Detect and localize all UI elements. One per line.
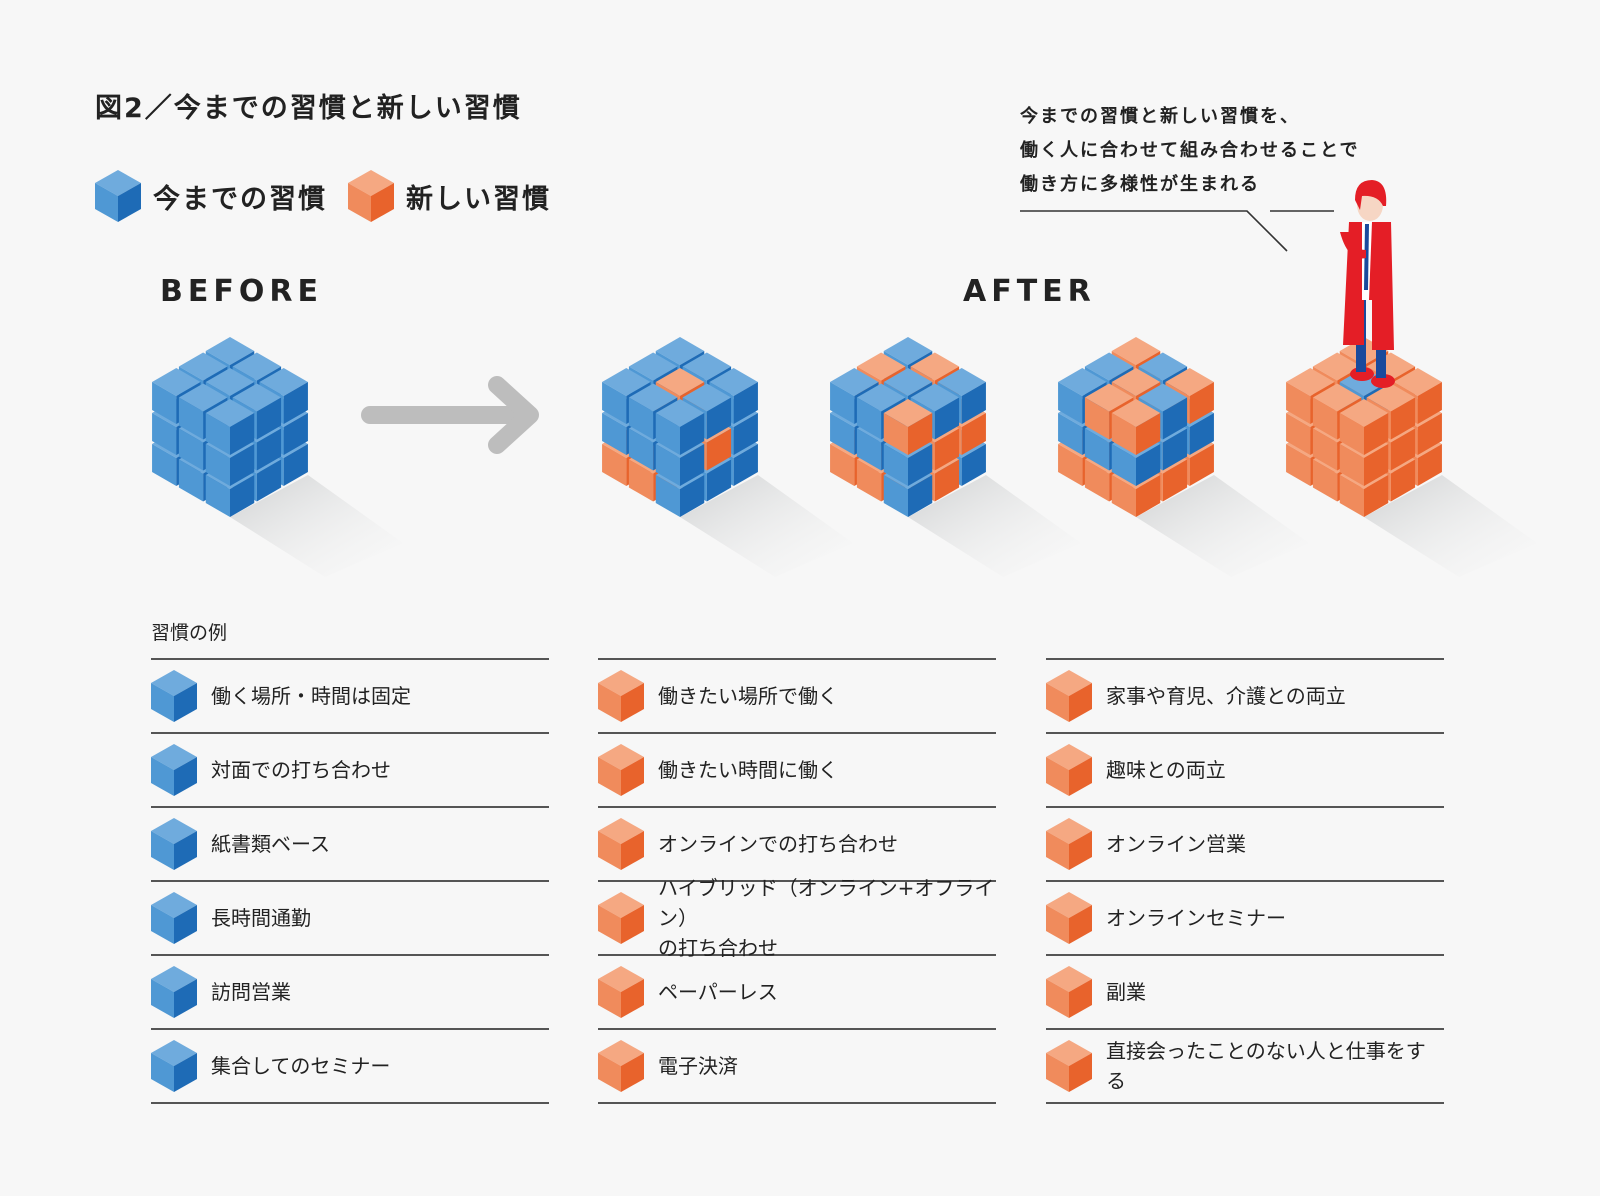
- habit-list-item: 働く場所・時間は固定: [151, 658, 549, 732]
- blue-cube-icon: [151, 966, 197, 1018]
- after-cube-3: [1058, 337, 1309, 577]
- orange-cube-icon: [598, 818, 644, 870]
- blue-cube-icon: [151, 670, 197, 722]
- blue-block: [205, 399, 255, 455]
- blue-block: [655, 399, 705, 455]
- new-habits-list-1: 働きたい場所で働く働きたい時間に働くオンラインでの打ち合わせハイブリッド（オンラ…: [598, 658, 996, 1104]
- blue-cube-icon: [151, 892, 197, 944]
- blue-cube-icon: [95, 170, 141, 222]
- habit-label: 直接会ったことのない人と仕事をする: [1106, 1039, 1426, 1093]
- orange-cube-icon: [1046, 1040, 1092, 1092]
- habit-list-item: ハイブリッド（オンライン+オフライン） の打ち合わせ: [598, 876, 996, 960]
- blue-cube-icon: [151, 1040, 197, 1092]
- habit-list-item: 電子決済: [598, 1028, 996, 1104]
- habit-list-item: 趣味との両立: [1046, 732, 1444, 806]
- habit-list-item: 働きたい時間に働く: [598, 732, 996, 806]
- habit-label: 訪問営業: [211, 980, 291, 1004]
- habit-list-item: オンラインでの打ち合わせ: [598, 806, 996, 880]
- orange-cube-icon: [1046, 744, 1092, 796]
- habit-label: 家事や育児、介護との両立: [1106, 684, 1346, 708]
- orange-cube-icon: [1046, 818, 1092, 870]
- blue-cube-icon: [151, 818, 197, 870]
- habit-label: 副業: [1106, 980, 1146, 1004]
- habit-list-item: 副業: [1046, 954, 1444, 1028]
- habit-label: ペーパーレス: [658, 980, 778, 1004]
- before-label: BEFORE: [160, 274, 323, 309]
- habit-list-item: 直接会ったことのない人と仕事をする: [1046, 1028, 1444, 1104]
- habit-label: 働く場所・時間は固定: [211, 684, 411, 708]
- orange-cube-icon: [598, 892, 644, 944]
- orange-block: [1339, 399, 1389, 455]
- legend-old-label: 今までの習慣: [153, 183, 327, 215]
- cube-shadow: [1136, 475, 1309, 577]
- orange-cube-icon: [598, 670, 644, 722]
- after-cube-2: [830, 337, 1081, 577]
- cube-shadow: [1364, 475, 1537, 577]
- orange-block: [883, 399, 933, 455]
- habit-list-item: 働きたい場所で働く: [598, 658, 996, 732]
- habit-label: 長時間通勤: [211, 906, 311, 930]
- orange-cube-icon: [598, 966, 644, 1018]
- habit-list-item: 長時間通勤: [151, 880, 549, 954]
- habit-label: 集合してのセミナー: [211, 1054, 391, 1078]
- speech-callout: 今までの習慣と新しい習慣を、 働く人に合わせて組み合わせることで 働き方に多様性…: [1020, 100, 1359, 202]
- habit-list-item: ペーパーレス: [598, 954, 996, 1028]
- habit-label: 趣味との両立: [1106, 758, 1226, 782]
- habit-list-item: オンラインセミナー: [1046, 880, 1444, 954]
- habit-list-item: 集合してのセミナー: [151, 1028, 549, 1104]
- callout-line: 今までの習慣と新しい習慣を、: [1020, 106, 1300, 127]
- habit-label: 電子決済: [658, 1054, 738, 1078]
- habit-list-item: 対面での打ち合わせ: [151, 732, 549, 806]
- habit-label: 働きたい時間に働く: [658, 758, 838, 782]
- habit-list-item: 訪問営業: [151, 954, 549, 1028]
- legend-new-label: 新しい習慣: [406, 183, 551, 215]
- figure-title: 図2／今までの習慣と新しい習慣: [95, 93, 522, 124]
- callout-line: 働く人に合わせて組み合わせることで: [1020, 140, 1360, 161]
- arrow-icon: [361, 376, 539, 454]
- cube-diagram: [152, 180, 1537, 577]
- speech-pointer-line: [1020, 210, 1334, 252]
- legend-old-habits: 今までの習慣: [95, 170, 327, 222]
- legend-new-habits: 新しい習慣: [348, 170, 551, 222]
- habit-label: 働きたい場所で働く: [658, 684, 838, 708]
- blue-cube-icon: [151, 744, 197, 796]
- orange-block: [1111, 399, 1161, 455]
- cube-shadow: [908, 475, 1081, 577]
- new-habits-list-2: 家事や育児、介護との両立趣味との両立オンライン営業オンラインセミナー副業直接会っ…: [1046, 658, 1444, 1104]
- orange-cube-icon: [1046, 892, 1092, 944]
- orange-cube-icon: [1046, 670, 1092, 722]
- orange-cube-icon: [348, 170, 394, 222]
- habit-list-item: 家事や育児、介護との両立: [1046, 658, 1444, 732]
- after-cube-1: [602, 337, 853, 577]
- orange-cube-icon: [598, 744, 644, 796]
- after-cube-4: [1286, 337, 1537, 577]
- person-figure: [1340, 180, 1395, 388]
- cube-shadow: [680, 475, 853, 577]
- habit-label: オンラインでの打ち合わせ: [658, 832, 898, 856]
- habit-list-item: オンライン営業: [1046, 806, 1444, 880]
- old-habits-list: 働く場所・時間は固定対面での打ち合わせ紙書類ベース長時間通勤訪問営業集合してのセ…: [151, 658, 549, 1104]
- habit-label: オンライン営業: [1106, 832, 1246, 856]
- habit-label: オンラインセミナー: [1106, 906, 1286, 930]
- habit-label: 紙書類ベース: [211, 832, 330, 856]
- callout-line: 働き方に多様性が生まれる: [1020, 174, 1260, 195]
- cube-shadow: [230, 475, 403, 577]
- after-label: AFTER: [963, 274, 1096, 309]
- orange-cube-icon: [1046, 966, 1092, 1018]
- orange-cube-icon: [598, 1040, 644, 1092]
- before-cube: [152, 337, 403, 577]
- examples-heading: 習慣の例: [151, 622, 228, 644]
- habit-list-item: 紙書類ベース: [151, 806, 549, 880]
- habit-label: 対面での打ち合わせ: [211, 758, 391, 782]
- habit-label: ハイブリッド（オンライン+オフライン） の打ち合わせ: [658, 876, 995, 960]
